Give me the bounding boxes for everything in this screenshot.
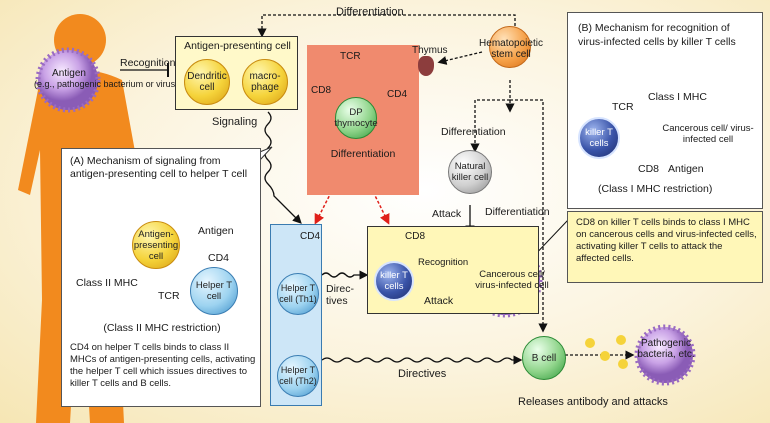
- panel-a-description: CD4 on helper T cells binds to class II …: [70, 342, 256, 389]
- antigen-subtitle: (e.g., pathogenic bacterium or virus): [34, 79, 179, 89]
- panel-a-restriction: (Class II MHC restriction): [103, 322, 221, 334]
- differentiation-hsc: Differentiation: [441, 126, 506, 138]
- antigen-virus: [35, 47, 101, 113]
- signaling-label: Signaling: [212, 116, 258, 128]
- b-cell: B cell: [522, 336, 566, 380]
- panel-b-cd8: CD8: [638, 163, 660, 175]
- antigen-label: Antigen (e.g., pathogenic bacterium or v…: [34, 68, 179, 90]
- panel-b-cancer: Cancerous cell/ virus-infected cell: [662, 123, 754, 145]
- apc-title: Antigen-presenting cell: [184, 40, 291, 52]
- cd8-mid-label: CD8: [405, 231, 426, 242]
- nk-cell: Natural killer cell: [448, 150, 492, 194]
- panel-a-apc: Antigen-presenting cell: [132, 221, 180, 269]
- attack-mid: Attack: [424, 295, 454, 307]
- panel-a-title: (A) Mechanism of signaling from antigen-…: [70, 155, 248, 180]
- recognition-label: Recognition: [120, 57, 176, 69]
- macrophage-cell: macro-phage: [242, 59, 288, 105]
- thymus-panel: TCR CD8 CD4 DP thymocyte Differentiation: [307, 45, 419, 195]
- recognition-mid: Recognition: [418, 257, 469, 268]
- panel-b-class1: Class I MHC: [648, 91, 707, 103]
- helper-th1: Helper T cell (Th1): [277, 273, 319, 315]
- th-panel: CD4 Helper T cell (Th1) Helper T cell (T…: [270, 224, 322, 406]
- releases-label: Releases antibody and attacks: [518, 396, 668, 408]
- apc-box: Antigen-presenting cell Dendritic cell m…: [175, 36, 298, 110]
- helper-th2: Helper T cell (Th2): [277, 355, 319, 397]
- killer-box: CD8 killer T cells Recognition Attack Ca…: [367, 226, 549, 314]
- hsc-label: Hematopoietic stem cell: [479, 38, 543, 60]
- pathogenic-label: Pathogenic bacteria, etc.: [637, 338, 695, 360]
- panel-a-helper: Helper T cell: [190, 267, 238, 315]
- panel-b-description: CD8 on killer T cells binds to class I M…: [576, 217, 757, 264]
- panel-b-antigen: Antigen: [668, 163, 704, 175]
- panel-a-antigen: Antigen: [198, 225, 234, 237]
- thymus-label: Thymus: [412, 45, 448, 56]
- tcr-label-top: TCR: [340, 51, 361, 62]
- thymus-icon: [418, 56, 434, 76]
- dp-thymocyte: DP thymocyte: [334, 97, 378, 139]
- directives-1: Direc-tives: [326, 283, 354, 307]
- panel-a-cd4: CD4: [208, 252, 230, 264]
- panel-b-desc-box: CD8 on killer T cells binds to class I M…: [567, 211, 763, 283]
- differentiation-thymus: Differentiation: [330, 148, 396, 160]
- differentiation-right: Differentiation: [485, 206, 550, 218]
- attack-nk: Attack: [432, 208, 462, 220]
- directives-2: Directives: [398, 368, 447, 380]
- cd8-label-top: CD8: [311, 85, 332, 96]
- cd4-label-top: CD4: [387, 89, 408, 100]
- dendritic-cell: Dendritic cell: [184, 59, 230, 105]
- antigen-title: Antigen: [52, 68, 86, 79]
- panel-a-tcr: TCR: [158, 290, 180, 302]
- panel-a-class2: Class II MHC: [76, 277, 138, 289]
- cancer-mid-label: Cancerous cell/ virus-infected cell: [475, 269, 549, 291]
- killer-t-cell: killer T cells: [374, 261, 414, 301]
- panel-b-tcr: TCR: [612, 101, 634, 113]
- panel-b-restriction: (Class I MHC restriction): [598, 183, 713, 195]
- cd4-th-label: CD4: [300, 231, 321, 242]
- panel-a: (A) Mechanism of signaling from antigen-…: [61, 148, 261, 407]
- differentiation-top: Differentiation: [336, 6, 404, 18]
- hsc-cell: [489, 26, 531, 68]
- panel-b-title: (B) Mechanism for recognition of virus-i…: [578, 22, 736, 48]
- panel-b: (B) Mechanism for recognition of virus-i…: [567, 12, 763, 209]
- panel-b-killer: killer T cells: [578, 117, 620, 159]
